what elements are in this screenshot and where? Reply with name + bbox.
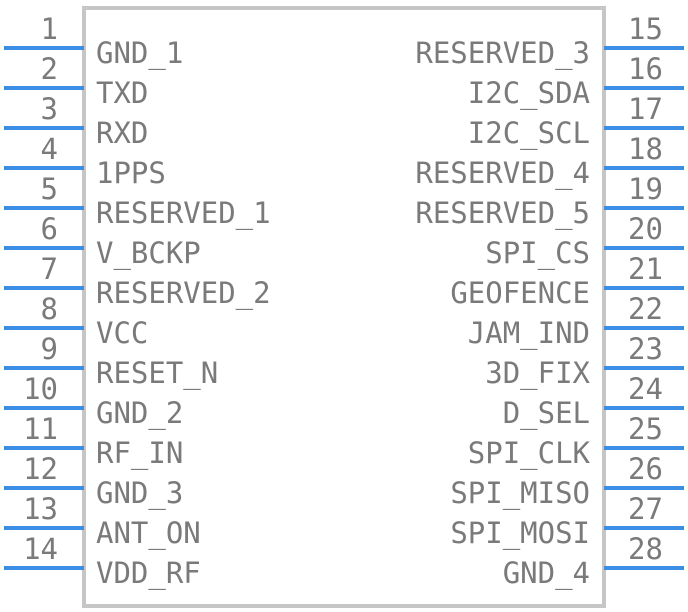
- pin-name: VDD_RF: [96, 556, 201, 591]
- left-pin-group: 1GND_12TXD3RXD41PPS5RESERVED_16V_BCKP7RE…: [4, 12, 271, 591]
- pin-number: 15: [628, 12, 663, 46]
- pin-number: 8: [41, 292, 58, 326]
- pin-name: RXD: [96, 116, 148, 150]
- pin-number: 7: [41, 252, 58, 286]
- pin-24: 24D_SEL: [503, 372, 684, 431]
- pin-name: RF_IN: [96, 436, 183, 471]
- pin-number: 21: [628, 252, 663, 286]
- pin-number: 12: [23, 452, 58, 486]
- pin-number: 10: [23, 372, 58, 406]
- pin-name: RESERVED_4: [415, 156, 590, 191]
- pin-number: 27: [628, 492, 663, 526]
- pin-number: 28: [628, 532, 663, 566]
- pin-number: 24: [628, 372, 663, 406]
- pin-number: 14: [23, 532, 58, 566]
- pin-number: 2: [41, 52, 58, 86]
- pin-number: 5: [41, 172, 58, 206]
- pin-name: RESERVED_3: [415, 36, 590, 71]
- pin-name: ANT_ON: [96, 516, 201, 551]
- pin-number: 6: [41, 212, 58, 246]
- pin-4: 4 1PPS: [4, 132, 166, 190]
- pin-number: 9: [41, 332, 58, 366]
- pin-name: RESERVED_2: [96, 276, 271, 311]
- pin-name: I2C_SCL: [468, 116, 590, 151]
- pin-name: V_BCKP: [96, 236, 201, 271]
- pin-number: 23: [628, 332, 663, 366]
- pin-name: GND_2: [96, 396, 183, 431]
- pin-6: 6V_BCKP: [4, 212, 201, 271]
- component-body: [82, 6, 606, 608]
- pin-name: SPI_MISO: [450, 476, 590, 511]
- pin-number: 11: [23, 412, 58, 446]
- pin-number: 13: [23, 492, 58, 526]
- pin-number: 17: [628, 92, 663, 126]
- pin-name: GEOFENCE: [450, 276, 590, 310]
- pin-number: 20: [628, 212, 663, 246]
- pin-name: RESET_N: [96, 356, 218, 391]
- pin-number: 4: [41, 132, 58, 166]
- pin-name: I2C_SDA: [468, 76, 590, 111]
- pin-name: RESERVED_1: [96, 196, 271, 231]
- pin-number: 16: [628, 52, 663, 86]
- pin-name: D_SEL: [503, 396, 590, 431]
- pin-name: SPI_CS: [485, 236, 590, 271]
- pin-name: 3D_FIX: [485, 356, 590, 391]
- pin-name: GND_4: [503, 556, 590, 591]
- pin-number: 25: [628, 412, 663, 446]
- pin-name: GND_1: [96, 36, 183, 71]
- pin-name: SPI_CLK: [468, 436, 591, 471]
- pin-23: 23 3D_FIX: [485, 332, 684, 391]
- pin-name: VCC: [96, 316, 148, 350]
- pin-number: 1: [41, 12, 58, 46]
- pin-number: 26: [628, 452, 663, 486]
- pin-name: TXD: [96, 76, 148, 110]
- pin-number: 22: [628, 292, 663, 326]
- pin-number: 3: [41, 92, 58, 126]
- pin-name: RESERVED_5: [415, 196, 590, 231]
- pin-number: 18: [628, 132, 663, 166]
- pin-name: GND_3: [96, 476, 183, 511]
- pin-name: JAM_IND: [468, 316, 590, 351]
- pin-number: 19: [628, 172, 663, 206]
- pin-name: 1PPS: [96, 156, 166, 190]
- pin-name: SPI_MOSI: [450, 516, 590, 551]
